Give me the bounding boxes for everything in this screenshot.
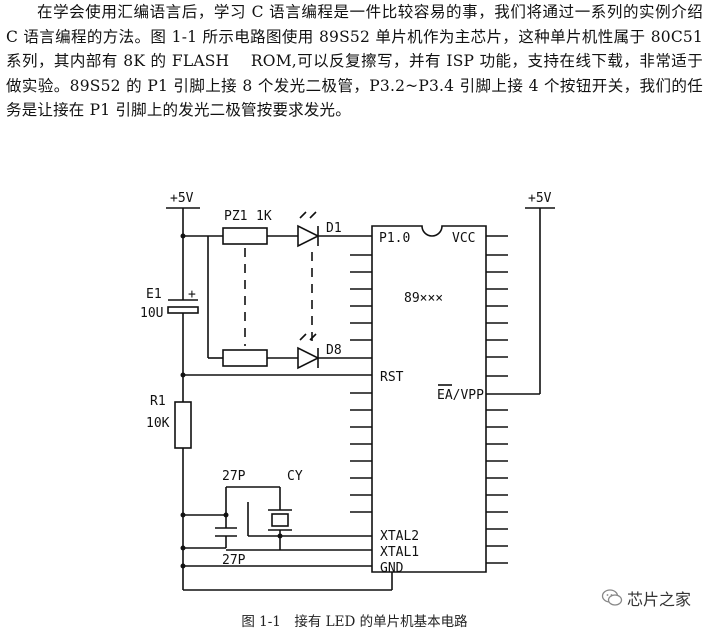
r1-label: R1 xyxy=(150,394,166,409)
body-paragraph: 在学会使用汇编语言后，学习 C 语言编程是一件比较容易的事，我们将通过一系列的实… xyxy=(6,0,703,123)
pin-ea: EA/VPP xyxy=(437,388,484,403)
circuit-diagram: +5V +5V PZ1 1K D1 D8 E1 10U + R1 10K 27P… xyxy=(140,191,555,591)
cap-plus-label: + xyxy=(188,287,196,302)
paragraph-text: 在学会使用汇编语言后，学习 C 语言编程是一件比较容易的事，我们将通过一系列的实… xyxy=(6,3,703,119)
crystal-label: CY xyxy=(287,469,303,484)
resistor-array-label: PZ1 xyxy=(224,209,247,224)
cap-top-label: 27P xyxy=(222,469,246,484)
resistor-value-label: 1K xyxy=(256,209,272,224)
cap-e1-value: 10U xyxy=(140,306,163,321)
pin-xtal2: XTAL2 xyxy=(380,529,419,544)
cap-bottom-label: 27P xyxy=(222,553,246,568)
pin-gnd: GND xyxy=(380,561,404,576)
pin-xtal1: XTAL1 xyxy=(380,545,419,560)
vcc-left-label: +5V xyxy=(170,191,194,206)
r1-value: 10K xyxy=(146,416,170,431)
chat-icon xyxy=(601,589,623,606)
led-d1-label: D1 xyxy=(326,221,342,236)
cap-e1-label: E1 xyxy=(146,287,162,302)
watermark: 芯片之家 xyxy=(601,586,691,610)
chip-name: 89××× xyxy=(404,291,443,306)
vcc-right-label: +5V xyxy=(528,191,552,206)
pin-rst: RST xyxy=(380,370,404,385)
pin-vcc: VCC xyxy=(452,231,475,246)
figure-caption: 图 1-1 接有 LED 的单片机基本电路 xyxy=(241,614,468,630)
pin-p10: P1.0 xyxy=(379,231,410,246)
led-d8-label: D8 xyxy=(326,343,342,358)
watermark-text: 芯片之家 xyxy=(626,590,691,609)
